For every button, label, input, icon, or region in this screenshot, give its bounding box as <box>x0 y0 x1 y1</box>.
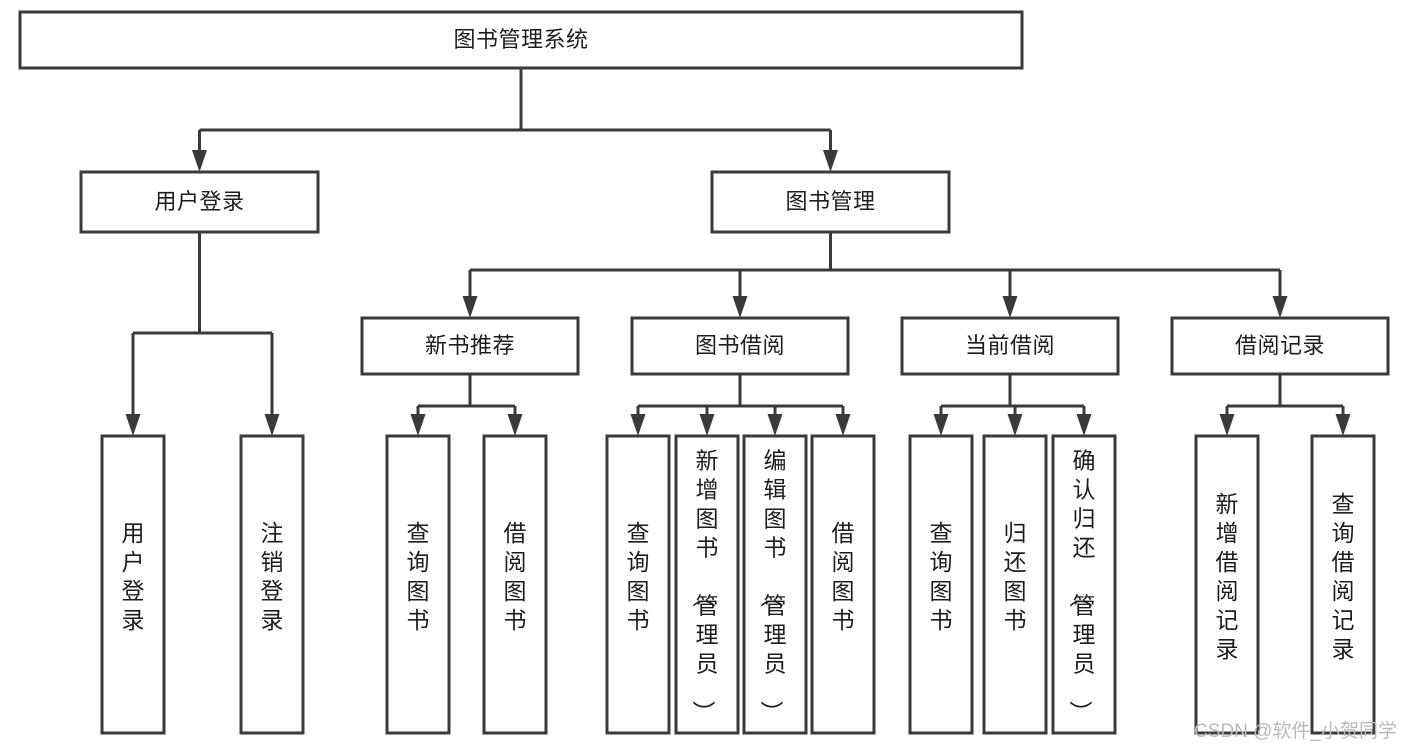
connector-root-to-level1 <box>192 68 838 172</box>
node-label-leaf-query-book-rec: 查询图书 <box>407 520 430 633</box>
node-leaf-query-book-rec[interactable]: 查询图书 <box>385 434 451 735</box>
node-label-current-borrow: 当前借阅 <box>965 333 1055 358</box>
node-leaf-edit-book[interactable]: 编辑图书（管理员） <box>742 434 808 735</box>
node-label-borrow-record: 借阅记录 <box>1235 333 1325 358</box>
node-label-root: 图书管理系统 <box>453 27 588 52</box>
node-label-leaf-borrow-book-rec: 借阅图书 <box>504 520 527 633</box>
node-book-management[interactable]: 图书管理 <box>710 170 951 234</box>
node-leaf-query-borrow-record[interactable]: 查询借阅记录 <box>1310 434 1376 735</box>
csdn-watermark: CSDN @软件_小贺同学 <box>1194 721 1397 742</box>
nodes-layer: 图书管理系统用户登录图书管理新书推荐图书借阅当前借阅借阅记录用户登录注销登录查询… <box>18 10 1390 735</box>
node-label-leaf-logout: 注销登录 <box>261 520 284 633</box>
node-label-leaf-query-book-current: 查询图书 <box>930 520 953 633</box>
node-leaf-borrow-book[interactable]: 借阅图书 <box>810 434 876 735</box>
connector-edges-layer <box>125 68 1351 436</box>
connector-userlogin-to-leaves <box>125 232 280 436</box>
node-current-borrow[interactable]: 当前借阅 <box>900 316 1120 376</box>
node-new-book-recommend[interactable]: 新书推荐 <box>360 316 580 376</box>
connector-bookborrow-to-leaves <box>630 374 851 436</box>
node-label-book-borrow: 图书借阅 <box>695 333 785 358</box>
node-label-book-management: 图书管理 <box>785 189 875 214</box>
node-user-login[interactable]: 用户登录 <box>79 170 320 234</box>
node-label-leaf-user-login: 用户登录 <box>122 520 145 633</box>
node-label-leaf-query-borrow-record: 查询借阅记录 <box>1332 491 1355 662</box>
node-label-leaf-confirm-return: 确认归还（管理员） <box>1068 448 1096 724</box>
connector-bookmgmt-to-level2 <box>462 232 1288 318</box>
node-root[interactable]: 图书管理系统 <box>18 10 1024 70</box>
node-leaf-add-borrow-record[interactable]: 新增借阅记录 <box>1194 434 1260 735</box>
node-label-leaf-edit-book: 编辑图书（管理员） <box>759 448 787 724</box>
node-label-leaf-return-book: 归还图书 <box>1004 520 1027 633</box>
connector-currentborrow-to-leaves <box>933 374 1092 436</box>
node-label-leaf-query-book-borrow: 查询图书 <box>627 520 650 633</box>
node-label-leaf-add-borrow-record: 新增借阅记录 <box>1216 491 1239 662</box>
node-leaf-borrow-book-rec[interactable]: 借阅图书 <box>482 434 548 735</box>
node-borrow-record[interactable]: 借阅记录 <box>1170 316 1390 376</box>
connector-newbook-to-leaves <box>410 374 523 436</box>
node-leaf-return-book[interactable]: 归还图书 <box>982 434 1048 735</box>
node-label-leaf-borrow-book: 借阅图书 <box>832 520 855 633</box>
node-leaf-logout[interactable]: 注销登录 <box>239 434 305 735</box>
node-label-user-login: 用户登录 <box>154 189 244 214</box>
node-leaf-query-book-borrow[interactable]: 查询图书 <box>605 434 671 735</box>
node-leaf-user-login[interactable]: 用户登录 <box>100 434 166 735</box>
node-label-new-book-recommend: 新书推荐 <box>425 333 515 358</box>
connector-borrowrecord-to-leaves <box>1219 374 1351 436</box>
node-leaf-add-book[interactable]: 新增图书（管理员） <box>674 434 740 735</box>
node-leaf-query-book-current[interactable]: 查询图书 <box>908 434 974 735</box>
node-leaf-confirm-return[interactable]: 确认归还（管理员） <box>1051 434 1117 735</box>
node-label-leaf-add-book: 新增图书（管理员） <box>691 448 719 724</box>
node-book-borrow[interactable]: 图书借阅 <box>630 316 850 376</box>
